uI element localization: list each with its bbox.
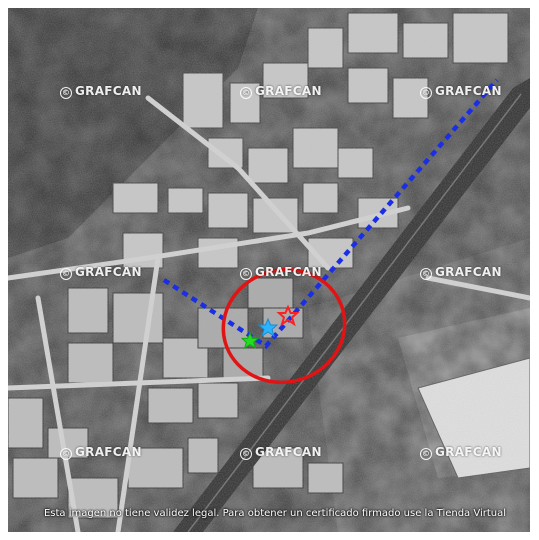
aerial-map[interactable]: ©GRAFCAN ©GRAFCAN ©GRAFCAN ©GRAFCAN ©GRA… <box>8 8 530 532</box>
green-star-marker <box>240 331 260 350</box>
watermark: ©GRAFCAN <box>240 445 322 460</box>
watermark: ©GRAFCAN <box>60 445 142 460</box>
blue-star-marker <box>257 317 279 338</box>
watermark: ©GRAFCAN <box>420 445 502 460</box>
watermark: ©GRAFCAN <box>240 84 322 99</box>
boundary-line <box>162 78 499 349</box>
watermark: ©GRAFCAN <box>420 265 502 280</box>
watermark: ©GRAFCAN <box>240 265 322 280</box>
watermark: ©GRAFCAN <box>60 84 142 99</box>
red-star-marker <box>276 304 300 327</box>
highlight-circle <box>221 267 347 385</box>
watermark: ©GRAFCAN <box>60 265 142 280</box>
legal-disclaimer: Esta imagen no tiene validez legal. Para… <box>43 508 507 519</box>
watermark: ©GRAFCAN <box>420 84 502 99</box>
